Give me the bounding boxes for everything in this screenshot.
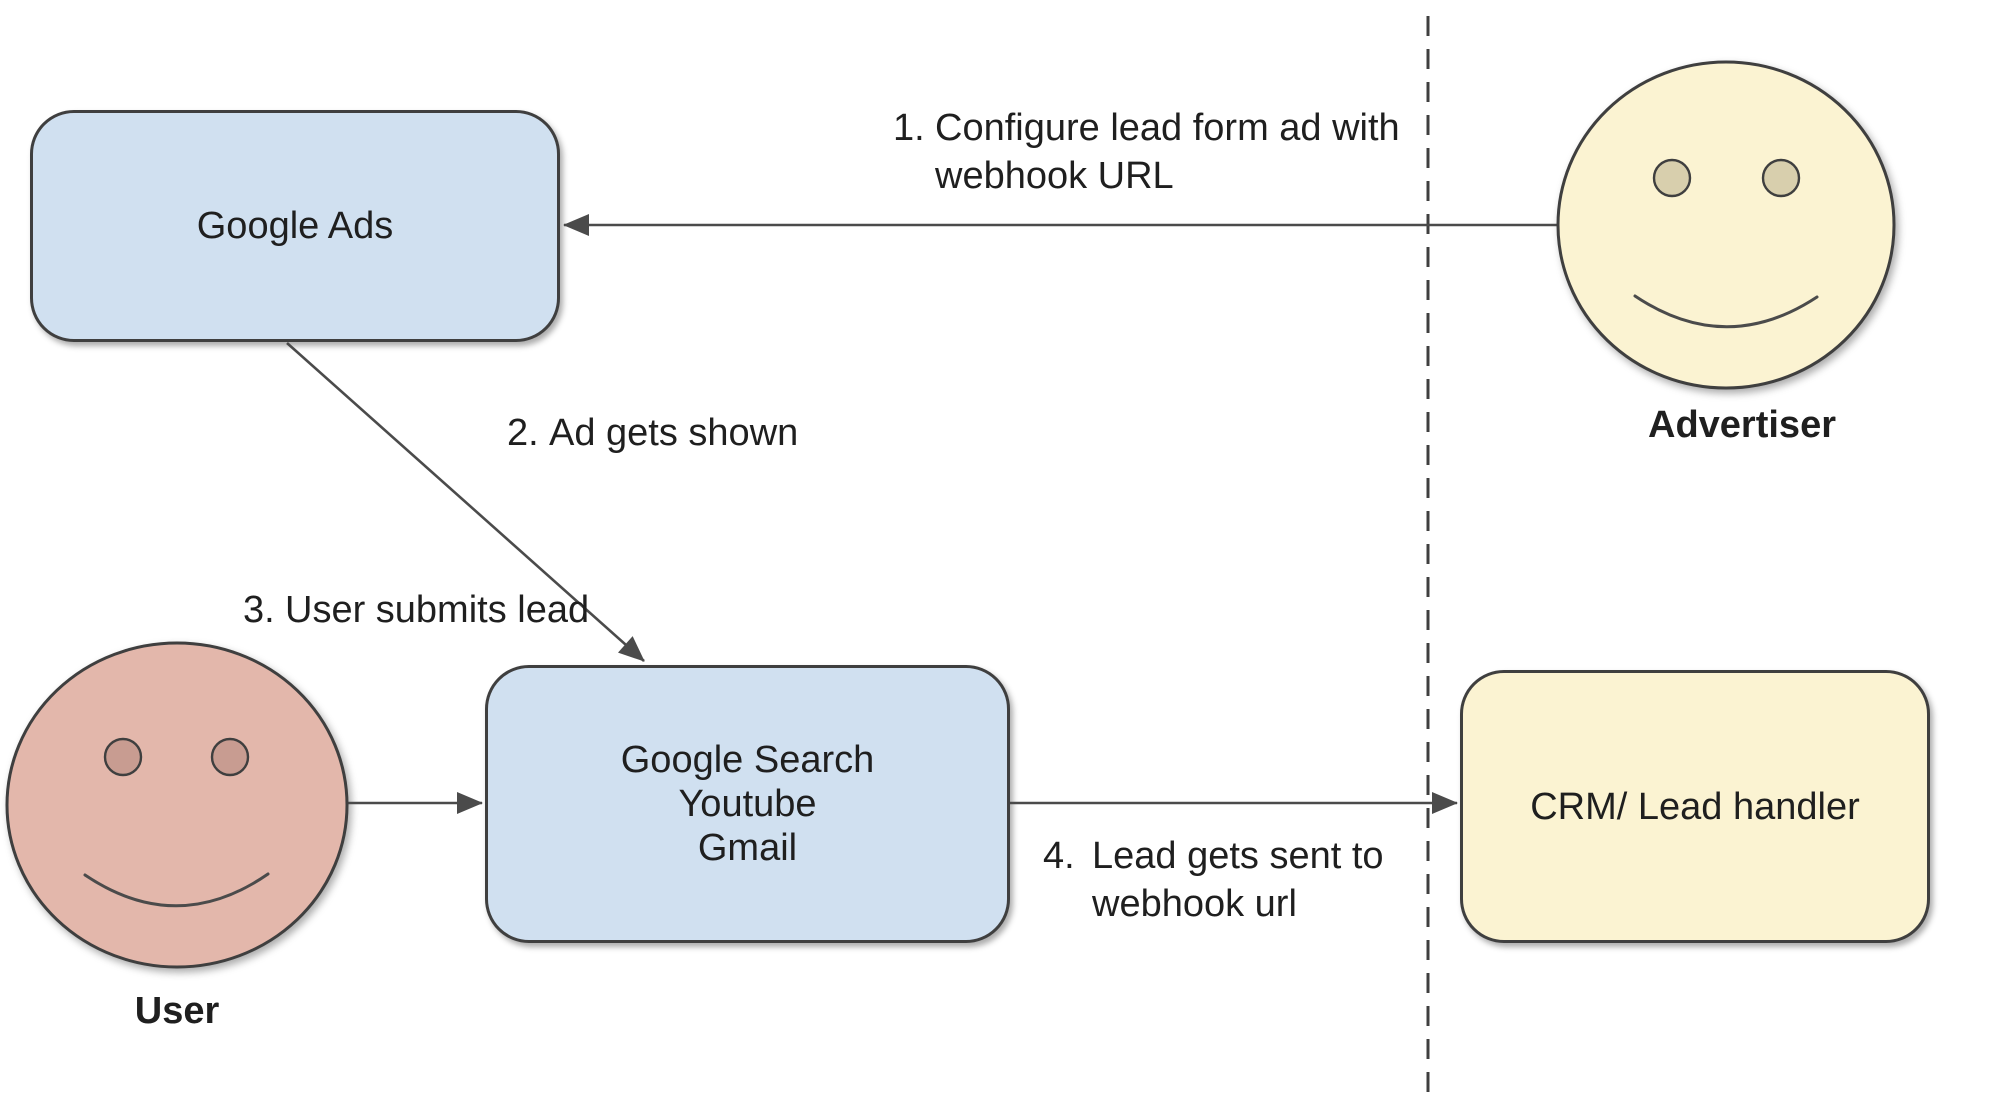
crm-lead-handler-node: CRM/ Lead handler [1460,670,1930,943]
google-ads-node-label: Google Ads [196,205,394,247]
user-avatar [5,641,349,969]
channels-line-google-search: Google Search [620,739,875,781]
step-1-number: 1. [893,107,925,149]
step-1-annotation: 1. Configure lead form ad with webhook U… [893,104,1405,200]
arrow-step2-google-ads-to-channels [286,342,645,662]
user-smile-icon [83,872,270,908]
step-4-annotation: 4. Lead gets sent to webhook url [1043,832,1422,928]
advertiser-label: Advertiser [1648,404,1836,446]
google-ads-node: Google Ads [30,110,560,342]
user-label: User [134,990,220,1032]
advertiser-avatar [1556,60,1896,390]
step-3-number: 3. [243,589,275,631]
user-left-eye-icon [103,737,143,777]
step-2-annotation: 2. Ad gets shown [507,409,798,457]
step-2-text: Ad gets shown [549,412,799,454]
advertiser-right-eye-icon [1761,158,1801,198]
advertiser-smile-icon [1633,294,1819,329]
step-3-annotation: 3. User submits lead [243,586,589,634]
step-1-text: Configure lead form ad with webhook URL [935,107,1400,197]
step-4-number: 4. [1043,835,1075,877]
advertiser-left-eye-icon [1652,158,1692,198]
step-3-text: User submits lead [285,589,590,631]
crm-node-label: CRM/ Lead handler [1530,785,1860,828]
user-face [5,641,349,969]
step-2-number: 2. [507,412,539,454]
step-4-text: Lead gets sent to webhook url [1092,835,1384,925]
google-channels-node: Google Search Youtube Gmail [485,665,1010,943]
channels-line-youtube: Youtube [678,783,817,825]
advertiser-face [1556,60,1896,390]
channels-line-gmail: Gmail [697,827,798,869]
user-right-eye-icon [210,737,250,777]
